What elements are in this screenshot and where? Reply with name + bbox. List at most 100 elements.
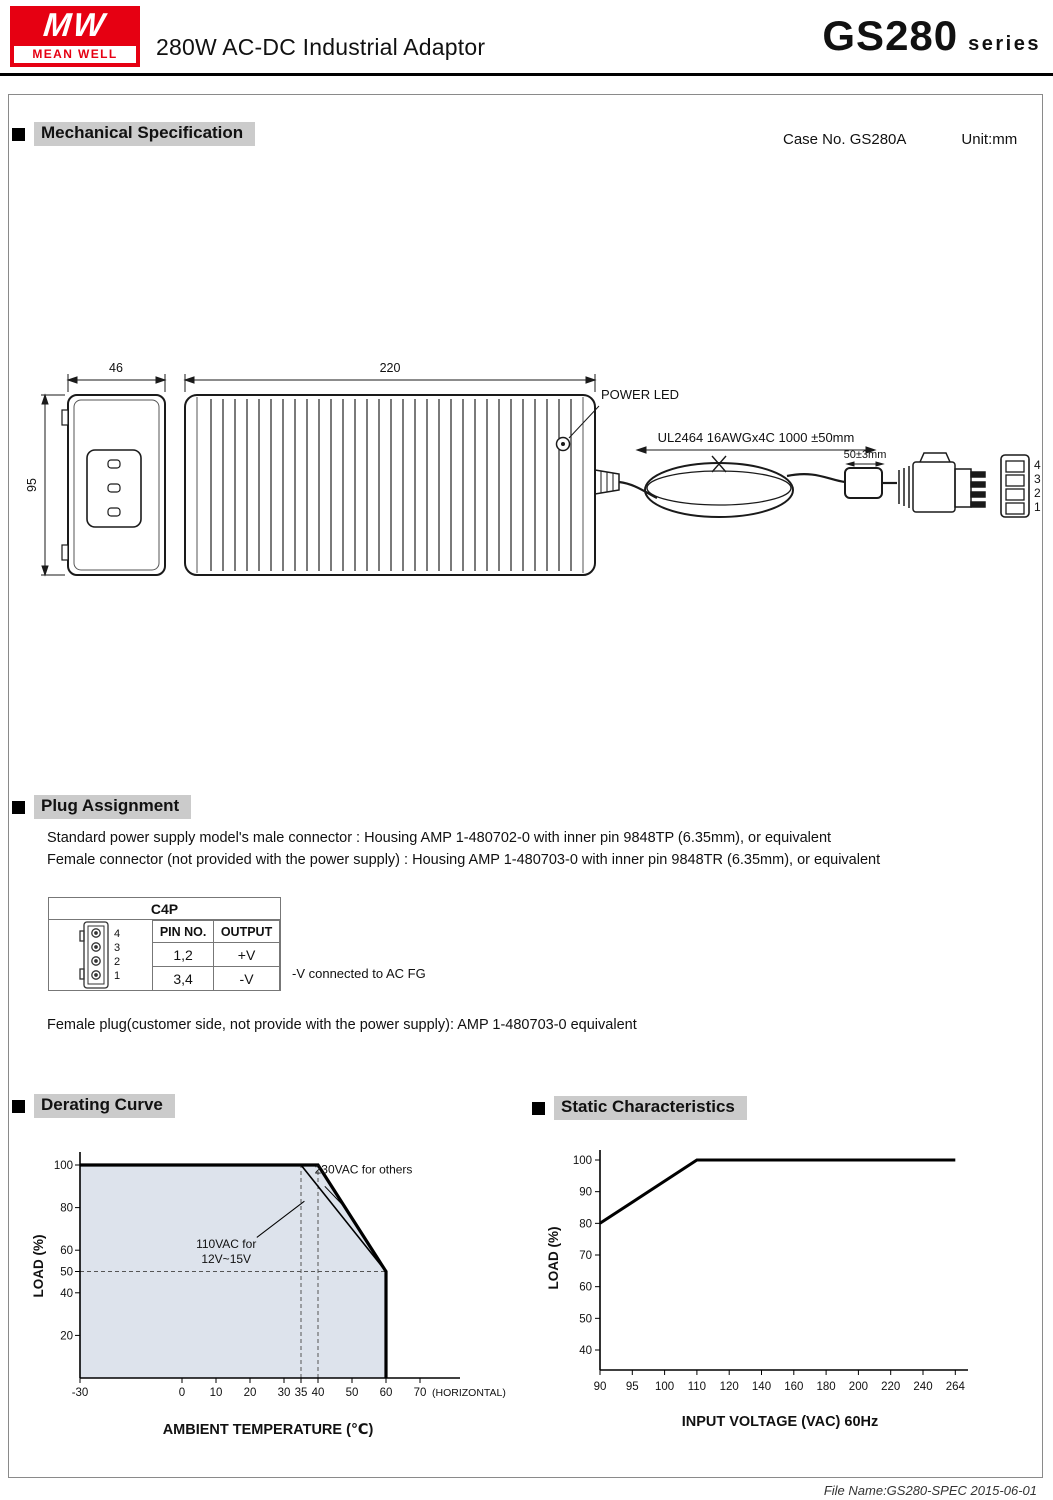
dc-plug (898, 452, 986, 513)
y-tick-label: 50 (579, 1313, 592, 1325)
power-led-label: POWER LED (601, 387, 679, 402)
static-characteristics-chart: LOAD (%) INPUT VOLTAGE (VAC) 60Hz 405060… (546, 1150, 968, 1430)
y-tick-label: 50 (60, 1267, 73, 1279)
case-info: Case No. GS280A Unit:mm (783, 131, 1017, 148)
x-tick-label: 140 (752, 1381, 771, 1393)
y-tick-label: 100 (54, 1160, 73, 1172)
x-tick-label: 40 (312, 1387, 325, 1399)
pin-label-1: 1 (114, 970, 120, 982)
derating-x-axis-label: AMBIENT TEMPERATURE (℃) (163, 1422, 374, 1438)
derating-shaded-region (80, 1165, 386, 1378)
curve-110vac (300, 1164, 387, 1272)
pin-label-1: 1 (1034, 500, 1041, 514)
y-tick-label: 20 (60, 1330, 73, 1342)
connector-name: C4P (49, 898, 280, 920)
female-plug-text: Female plug(customer side, not provide w… (47, 1017, 637, 1033)
pin-cell: 1,2 (152, 942, 215, 967)
x-tick-label: 70 (414, 1387, 427, 1399)
col-header-pin-no: PIN NO. (152, 920, 215, 943)
x-tick-label: -30 (72, 1387, 89, 1399)
cable-tie (711, 455, 727, 473)
header-rule (0, 73, 1053, 76)
male-connector-text: Standard power supply model's male conne… (47, 830, 832, 846)
connector-face-view (1000, 454, 1030, 518)
c4p-connector-table: C4P 4 3 2 1 (48, 897, 281, 991)
x-tick-label: 110 (688, 1381, 706, 1393)
footer-file-info: File Name:GS280-SPEC 2015-06-01 (823, 1483, 1037, 1498)
dim-height-label: 95 (25, 478, 39, 492)
pin-label-3: 3 (114, 942, 120, 954)
section-bullet-icon (12, 800, 25, 814)
x-tick-label: 10 (210, 1387, 223, 1399)
y-tick-label: 100 (573, 1155, 592, 1167)
mechanical-drawing: 46 220 95 POWER LED UL2464 16AWGx4C 1000… (25, 361, 1041, 577)
side-view-body (67, 394, 166, 576)
series-title: GS280 series (822, 12, 1041, 60)
section-title: Derating Curve (34, 1094, 175, 1118)
x-tick-label: 90 (594, 1381, 607, 1393)
output-cell: -V (213, 966, 280, 991)
logo-mw-monogram: MW (41, 6, 109, 43)
section-mechanical-specification: Mechanical Specification (12, 122, 256, 146)
derating-curve-chart: LOAD (%) AMBIENT TEMPERATURE (℃) (HORIZO… (31, 1152, 506, 1438)
dim-length-label: 220 (380, 361, 401, 375)
y-tick-label: 80 (60, 1203, 73, 1215)
x-tick-label: 30 (278, 1387, 291, 1399)
series-suffix: series (968, 33, 1041, 55)
pin-cell: 3,4 (152, 966, 215, 991)
series-name: GS280 (822, 12, 959, 59)
cable-lead-length-label: 50±3mm (844, 449, 887, 461)
pin-label-3: 3 (1034, 472, 1041, 486)
dim-width-label: 46 (109, 361, 123, 375)
annotation-leader (256, 1200, 305, 1238)
ac-inlet (86, 449, 142, 528)
ferrite-bead (844, 467, 883, 499)
x-tick-label: 264 (946, 1381, 966, 1393)
section-bullet-icon (532, 1101, 545, 1115)
y-tick-label: 40 (579, 1345, 592, 1357)
x-tick-label: 120 (720, 1381, 739, 1393)
section-title: Mechanical Specification (34, 122, 256, 146)
document-title: 280W AC-DC Industrial Adaptor (156, 34, 486, 60)
y-tick-label: 80 (579, 1218, 592, 1230)
section-derating-curve: Derating Curve (12, 1094, 175, 1118)
x-tick-label: 20 (244, 1387, 257, 1399)
unit-label: Unit:mm (961, 131, 1018, 148)
section-bullet-icon (12, 127, 25, 141)
curve-230vac (80, 1163, 388, 1378)
derating-y-axis-label: LOAD (%) (31, 1235, 46, 1298)
female-connector-text: Female connector (not provided with the … (47, 852, 881, 868)
pin-label-4: 4 (114, 928, 120, 940)
strain-relief (594, 469, 620, 495)
c4p-connector-icon: 4 3 2 1 (78, 921, 120, 989)
side-tab-bottom (61, 544, 69, 561)
annotation-text: 110VAC for (196, 1237, 256, 1251)
x-tick-label: 220 (881, 1381, 900, 1393)
heatsink-ribs (210, 399, 572, 571)
x-tick-label: 200 (849, 1381, 868, 1393)
pin-label-4: 4 (1034, 458, 1041, 472)
y-tick-label: 60 (579, 1282, 592, 1294)
side-tab-top (61, 409, 69, 426)
logo-brand-name: MEAN WELL (14, 46, 136, 63)
load-line (599, 1158, 956, 1225)
annotation-text: 230VAC for others (315, 1163, 413, 1177)
case-number: Case No. GS280A (783, 131, 907, 148)
table-row: 3,4 -V (152, 966, 280, 991)
x-tick-label: 50 (346, 1387, 359, 1399)
y-tick-label: 70 (579, 1250, 592, 1262)
pin-label-2: 2 (1034, 486, 1041, 500)
static-x-axis-label: INPUT VOLTAGE (VAC) 60Hz (682, 1414, 879, 1430)
table-row: 1,2 +V (152, 942, 280, 967)
annotation-text: 12V~15V (201, 1252, 251, 1266)
plug-connector-paragraph: Standard power supply model's male conne… (47, 827, 880, 871)
x-tick-label: 35 (295, 1387, 308, 1399)
y-tick-label: 40 (60, 1288, 73, 1300)
y-tick-label: 90 (579, 1187, 592, 1199)
x-tick-label: 95 (626, 1381, 639, 1393)
section-bullet-icon (12, 1099, 25, 1113)
annotation-leader (324, 1185, 346, 1208)
content-frame (8, 94, 1043, 1478)
derating-x-axis-note: (HORIZONTAL) (432, 1387, 506, 1399)
pin-label-2: 2 (114, 956, 120, 968)
